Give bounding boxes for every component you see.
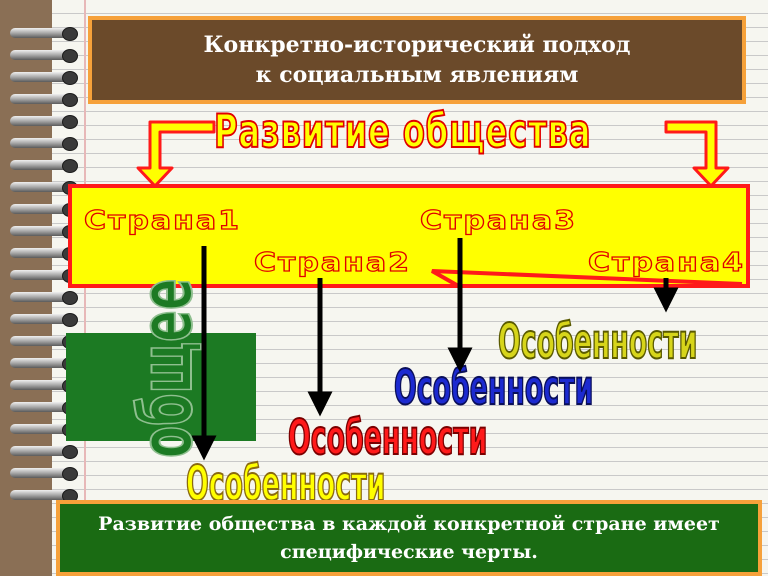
- binding-hole: [62, 93, 78, 107]
- spiral-ring: [10, 446, 72, 456]
- general-box: [66, 333, 256, 441]
- title-line-2: к социальным явлениям: [255, 62, 579, 88]
- spiral-ring: [10, 358, 72, 368]
- spiral-ring: [10, 138, 72, 148]
- binding-hole: [62, 27, 78, 41]
- feature-label-country-2: Особенности: [287, 409, 488, 467]
- spiral-ring: [10, 314, 72, 324]
- binding-hole: [62, 115, 78, 129]
- conclusion-line-2: специфические черты.: [280, 541, 538, 563]
- left-red-arrow: [136, 120, 216, 188]
- country-1-label: Страна1: [83, 205, 241, 236]
- spiral-ring: [10, 204, 72, 214]
- spiral-ring: [10, 116, 72, 126]
- spiral-ring: [10, 270, 72, 280]
- spiral-ring: [10, 50, 72, 60]
- spiral-ring: [10, 380, 72, 390]
- binding-hole: [62, 291, 78, 305]
- binding-hole: [62, 71, 78, 85]
- binding-hole: [62, 445, 78, 459]
- spiral-ring: [10, 292, 72, 302]
- feature-label-country-3: Особенности: [393, 359, 594, 417]
- spiral-ring: [10, 226, 72, 236]
- conclusion-line-1: Развитие общества в каждой конкретной ст…: [98, 513, 720, 535]
- binding-hole: [62, 467, 78, 481]
- spiral-ring: [10, 490, 72, 500]
- right-red-arrow: [664, 120, 730, 188]
- binding-hole: [62, 49, 78, 63]
- country-4-label: Страна4: [587, 247, 745, 278]
- feature-label-country-4: Особенности: [497, 313, 698, 371]
- margin-line: [84, 0, 86, 576]
- spiral-ring: [10, 28, 72, 38]
- conclusion-box: Развитие общества в каждой конкретной ст…: [56, 500, 762, 576]
- spiral-ring: [10, 424, 72, 434]
- countries-band: [68, 184, 750, 288]
- spiral-ring: [10, 336, 72, 346]
- spiral-ring: [10, 72, 72, 82]
- spiral-ring: [10, 94, 72, 104]
- spiral-ring: [10, 402, 72, 412]
- country-2-label: Страна2: [253, 247, 411, 278]
- title-line-1: Конкретно-исторический подход: [203, 32, 631, 58]
- binding-hole: [62, 313, 78, 327]
- spiral-ring: [10, 248, 72, 258]
- spiral-ring: [10, 468, 72, 478]
- red-connector-arrow: [431, 269, 743, 290]
- spiral-ring: [10, 182, 72, 192]
- heading-development-of-society: Развитие общества: [213, 103, 592, 159]
- title-box: Конкретно-исторический подход к социальн…: [88, 16, 746, 104]
- country-3-label: Страна3: [419, 205, 577, 236]
- binding-hole: [62, 137, 78, 151]
- spiral-ring: [10, 160, 72, 170]
- binding-hole: [62, 159, 78, 173]
